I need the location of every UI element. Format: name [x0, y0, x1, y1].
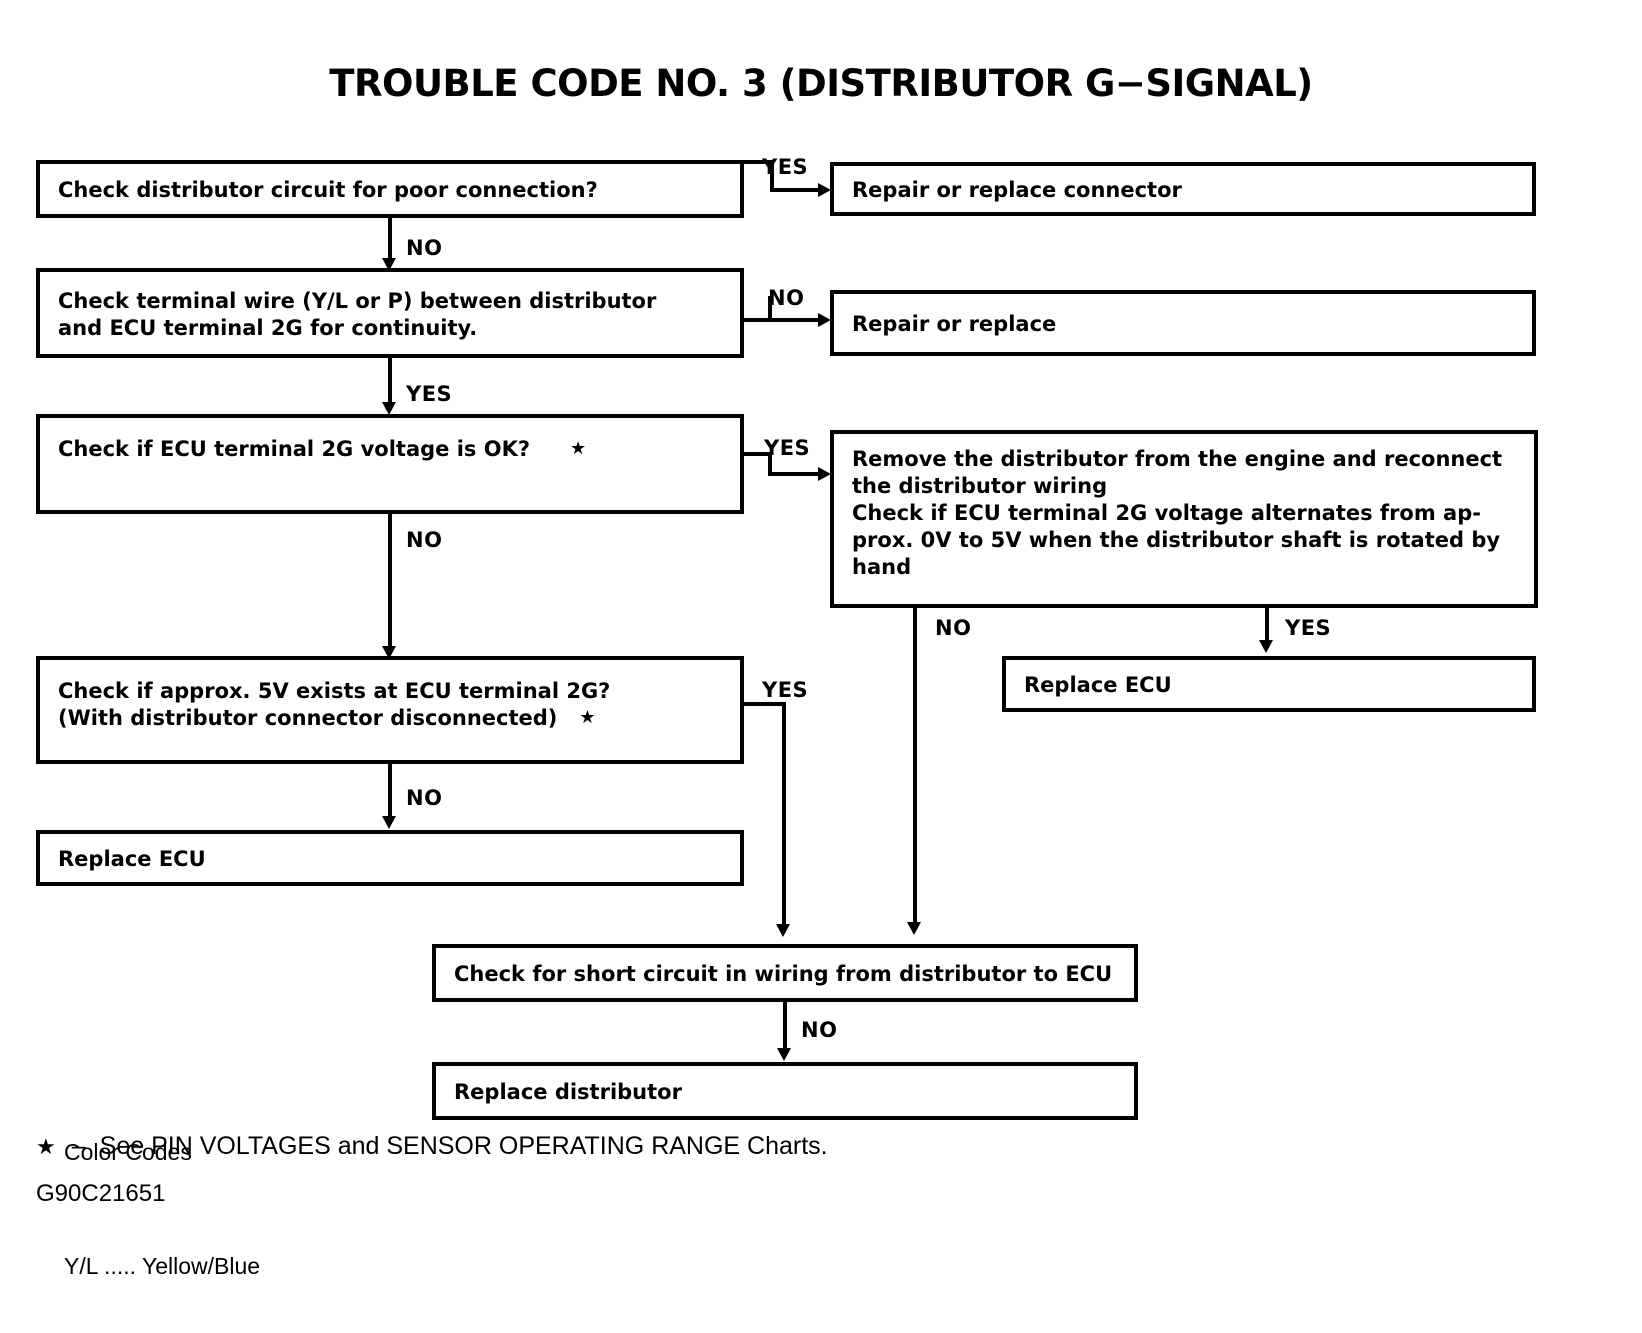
connector-b5-no-vertical [388, 764, 392, 824]
box-repair-or-replace: Repair or replace [830, 290, 1536, 356]
branch-label-b2-no: NO [768, 286, 805, 310]
branch-label-b4-no: NO [935, 616, 972, 640]
box-repair-replace-connector-text: Repair or replace connector [852, 177, 1182, 202]
color-codes-title: Color Codes [64, 1138, 192, 1165]
connector-b2-no-arrowhead [818, 313, 831, 327]
box-check-short-circuit: Check for short circuit in wiring from d… [432, 944, 1138, 1002]
connector-b1-no-vertical [388, 218, 392, 266]
box-repair-replace-connector: Repair or replace connector [830, 162, 1536, 216]
connector-b3-no-arrowhead [382, 646, 396, 659]
box-check-5v: Check if approx. 5V exists at ECU termin… [36, 656, 744, 764]
box-replace-ecu-right: Replace ECU [1002, 656, 1536, 712]
box-check-2g-voltage: Check if ECU terminal 2G voltage is OK?★ [36, 414, 744, 514]
box-remove-distributor-line3: Check if ECU terminal 2G voltage alterna… [852, 500, 1481, 525]
connector-b5-yes-vertical [782, 702, 786, 932]
box-remove-distributor: Remove the distributor from the engine a… [830, 430, 1538, 608]
box-remove-distributor-line1: Remove the distributor from the engine a… [852, 447, 1503, 471]
connector-b1-no-arrowhead [382, 258, 396, 271]
box-check-terminal-wire-line2: and ECU terminal 2G for continuity. [58, 315, 478, 340]
page-title: TROUBLE CODE NO. 3 (DISTRIBUTOR G−SIGNAL… [329, 62, 1313, 105]
box-check-poor-connection-text: Check distributor circuit for poor conne… [58, 177, 598, 202]
star-icon: ★ [36, 1134, 56, 1159]
box-replace-ecu-left: Replace ECU [36, 830, 744, 886]
connector-b3-yes-arrowhead [818, 467, 831, 481]
branch-label-b3-no: NO [406, 528, 443, 552]
box-check-5v-line1: Check if approx. 5V exists at ECU termin… [58, 679, 611, 703]
box-check-2g-voltage-text: Check if ECU terminal 2G voltage is OK?★ [58, 437, 587, 461]
connector-b2-yes-vertical [388, 358, 392, 410]
branch-label-b5-yes: YES [762, 678, 809, 702]
connector-b4-no-arrowhead [907, 922, 921, 935]
connector-b1-yes-arrowhead [818, 183, 831, 197]
connector-b2-yes-arrowhead [382, 402, 396, 415]
branch-label-b2-yes: YES [406, 382, 453, 406]
footnote-dash: – [71, 1132, 86, 1160]
branch-label-b5-no: NO [406, 786, 443, 810]
connector-b5-no-arrowhead [382, 816, 396, 829]
box-remove-distributor-line5: hand [852, 554, 912, 579]
color-codes-block: Color Codes Y/L ..... Yellow/Blue [64, 1058, 260, 1333]
box-replace-ecu-right-text: Replace ECU [1024, 672, 1172, 697]
branch-label-b1-yes: YES [762, 155, 809, 179]
document-id: G90C21651 [36, 1180, 166, 1207]
connector-b2-no-vertical [768, 296, 772, 322]
box-remove-distributor-line2: the distributor wiring [852, 473, 1108, 498]
branch-label-b3-yes: YES [764, 436, 811, 460]
star-marker-icon-2: ★ [579, 706, 596, 728]
box-check-short-circuit-text: Check for short circuit in wiring from d… [454, 961, 1113, 986]
connector-b4-no-vertical [913, 608, 917, 928]
box-check-5v-line2: (With distributor connector disconnected… [58, 705, 596, 730]
connector-b3-yes-vertical [768, 452, 772, 476]
branch-label-b6-no: NO [801, 1018, 838, 1042]
connector-b1-yes-vertical [770, 160, 774, 192]
connector-b6-no-arrowhead [777, 1048, 791, 1061]
box-remove-distributor-line4: prox. 0V to 5V when the distributor shaf… [852, 527, 1501, 552]
connector-b4-yes-arrowhead [1259, 640, 1273, 653]
connector-b2-no-horizontal [768, 318, 822, 322]
box-replace-distributor-text: Replace distributor [454, 1079, 682, 1104]
connector-b3-no-vertical [388, 514, 392, 654]
box-check-poor-connection: Check distributor circuit for poor conne… [36, 160, 744, 218]
connector-b1-yes-stub-top [744, 160, 774, 164]
box-replace-distributor: Replace distributor [432, 1062, 1138, 1120]
footnote-text: See PIN VOLTAGES and SENSOR OPERATING RA… [99, 1132, 828, 1160]
color-codes-entry: Y/L ..... Yellow/Blue [64, 1252, 261, 1279]
box-replace-ecu-left-text: Replace ECU [58, 846, 206, 871]
connector-b6-no-vertical [783, 1002, 787, 1056]
connector-b3-yes-horizontal [768, 472, 822, 476]
branch-label-b4-yes: YES [1285, 616, 1332, 640]
star-marker-icon: ★ [570, 438, 587, 459]
connector-b5-yes-arrowhead [776, 924, 790, 937]
box-repair-or-replace-text: Repair or replace [852, 311, 1057, 336]
connector-b4-yes-vertical [1265, 608, 1269, 648]
footnote: ★–See PIN VOLTAGES and SENSOR OPERATING … [36, 1132, 828, 1161]
connector-b5-yes-stub [744, 702, 786, 706]
box-check-terminal-wire: Check terminal wire (Y/L or P) between d… [36, 268, 744, 358]
connector-b2-no-stub [744, 318, 772, 322]
connector-b1-yes-horizontal [770, 188, 822, 192]
branch-label-b1-no: NO [406, 236, 443, 260]
connector-b3-yes-stub [744, 452, 772, 456]
box-check-terminal-wire-line1: Check terminal wire (Y/L or P) between d… [58, 289, 657, 313]
